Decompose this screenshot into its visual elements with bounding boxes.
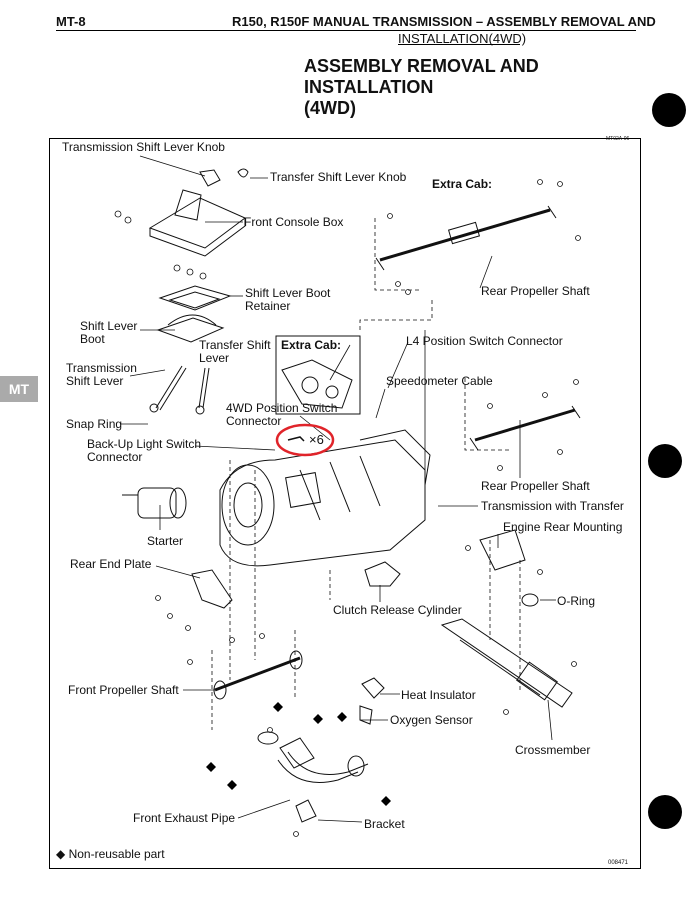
o-ring-part <box>521 593 539 607</box>
label-transmission-shift-lever: Transmission Shift Lever <box>66 361 137 388</box>
label-starter: Starter <box>147 534 184 548</box>
label-clutch-release-cylinder: Clutch Release Cylinder <box>333 603 462 617</box>
label-front-console-box: Front Console Box <box>244 215 344 229</box>
label-transfer-shift-lever: Transfer Shift Lever <box>199 338 271 365</box>
black-dot-marker <box>652 93 686 127</box>
figure-id: 008471 <box>608 860 629 866</box>
front-propeller-shaft <box>213 650 303 700</box>
bolts <box>114 179 581 837</box>
label-oxygen-sensor: Oxygen Sensor <box>390 713 473 727</box>
page-number: MT-8 <box>56 14 86 29</box>
assembly-guide-lines <box>211 218 521 730</box>
rear-propeller-shaft-2 <box>469 405 581 451</box>
black-dot-marker <box>648 795 682 829</box>
side-tab: MT <box>0 376 38 402</box>
label-transmission-with-transfer: Transmission with Transfer <box>481 499 624 513</box>
label-extra-cab-1: Extra Cab: <box>432 177 493 191</box>
label-shift-lever-boot: Shift Lever Boot <box>80 319 138 346</box>
section-title: ASSEMBLY REMOVAL AND INSTALLATION (4WD) <box>304 56 539 118</box>
header-rule <box>56 30 636 31</box>
header-rule-2 <box>398 44 520 45</box>
label-back-up-light-switch-connector: Back-Up Light Switch Connector <box>87 437 202 464</box>
label-front-exhaust-pipe: Front Exhaust Pipe <box>133 811 236 825</box>
non-reusable-diamonds <box>206 702 391 806</box>
transmission-body <box>219 429 431 567</box>
diagram-frame <box>49 138 641 869</box>
label-crossmember: Crossmember <box>515 743 591 757</box>
engine-mount-part <box>479 529 526 571</box>
label-rear-propeller-shaft-1: Rear Propeller Shaft <box>481 284 590 298</box>
black-dot-marker <box>648 444 682 478</box>
boot-retainer-part <box>156 285 232 343</box>
rear-end-plate-part <box>191 569 233 609</box>
label-front-propeller-shaft: Front Propeller Shaft <box>68 683 179 697</box>
shift-knob-part <box>199 168 249 187</box>
clutch-cylinder-part <box>364 561 401 587</box>
label-rear-propeller-shaft-2: Rear Propeller Shaft <box>481 479 590 493</box>
header-title: R150, R150F MANUAL TRANSMISSION – ASSEMB… <box>232 14 656 29</box>
figure-code: MT02A-06 <box>606 136 630 142</box>
console-box-part <box>148 189 246 257</box>
heat-insulator-part <box>361 677 385 699</box>
label-snap-ring: Snap Ring <box>66 417 123 431</box>
label-speedometer-cable: Speedometer Cable <box>386 374 493 388</box>
label-rear-end-plate: Rear End Plate <box>70 557 152 571</box>
label-extra-cab-2: Extra Cab: <box>281 338 342 352</box>
shift-levers-part <box>149 365 210 415</box>
label-l4-position-switch-connector: L4 Position Switch Connector <box>406 334 563 348</box>
label-o-ring: O-Ring <box>557 594 596 608</box>
highlight-circle <box>275 423 335 457</box>
label-bracket: Bracket <box>364 817 405 831</box>
label-4wd-position-switch-connector: 4WD Position Switch Connector <box>226 401 338 428</box>
label-transmission-shift-lever-knob: Transmission Shift Lever Knob <box>62 140 225 154</box>
label-transfer-shift-lever-knob: Transfer Shift Lever Knob <box>270 170 407 184</box>
header-title-continued: INSTALLATION(4WD) <box>398 31 527 46</box>
legend: ◆ Non-reusable part <box>56 847 165 861</box>
bracket-part <box>295 799 317 823</box>
quantity-annotation: ×6 <box>309 432 324 447</box>
label-heat-insulator: Heat Insulator <box>401 688 476 702</box>
diamond-icon: ◆ <box>56 847 66 861</box>
legend-text: Non-reusable part <box>68 847 165 861</box>
rear-propeller-shaft-1 <box>375 205 557 271</box>
starter-part <box>122 487 187 519</box>
label-engine-rear-mounting: Engine Rear Mounting <box>503 520 623 534</box>
extra-cab-inset <box>275 335 361 415</box>
crossmember-part <box>440 618 573 708</box>
oxygen-sensor-part <box>359 705 373 725</box>
label-shift-lever-boot-retainer: Shift Lever Boot Retainer <box>245 286 331 313</box>
front-exhaust-pipe <box>257 731 369 783</box>
highlight-bolt <box>287 436 305 442</box>
